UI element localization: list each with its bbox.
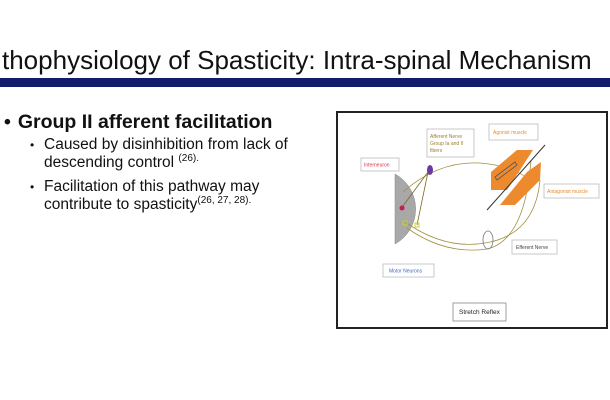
slide-title: thophysiology of Spasticity: Intra-spina… — [2, 45, 592, 75]
sub-bullet-text: Facilitation of this pathway may contrib… — [44, 178, 260, 213]
afferent-label-line-2: Group Ia and II — [430, 141, 463, 147]
stretch-reflex-diagram: Afferent Nerve Group Ia and II fibers Ag… — [336, 111, 608, 329]
agonist-muscle — [491, 150, 533, 190]
motor-neuron-marker — [414, 222, 420, 228]
afferent-label: Afferent Nerve — [430, 134, 462, 140]
sub-bullet-2: • Facilitation of this pathway may contr… — [30, 178, 260, 213]
antagonist-label: Antagonist muscle — [547, 189, 588, 195]
motor-neurons-label: Motor Neurons — [389, 269, 423, 275]
efferent-label: Efferent Nerve — [516, 245, 548, 251]
main-bullet: •Group II afferent facilitation — [4, 111, 273, 133]
citation: (26). — [178, 153, 199, 164]
citation: (26, 27, 28). — [197, 195, 252, 206]
agonist-label: Agonist muscle — [493, 130, 527, 136]
nerve-bundle — [482, 230, 494, 250]
afferent-branches — [402, 171, 429, 226]
figure-caption: Stretch Reflex — [459, 309, 501, 316]
stretch-arrow-icon — [494, 161, 518, 181]
efferent-nerve-path — [404, 179, 541, 245]
antagonist-muscle — [500, 162, 541, 205]
afferent-label-line-3: fibers — [430, 148, 443, 154]
interneuron-label: Interneuron — [364, 163, 390, 169]
motor-neuron-marker — [402, 220, 408, 226]
interneuron-dot — [399, 205, 405, 211]
main-bullet-text: Group II afferent facilitation — [17, 111, 273, 133]
sub-bullet-text: Caused by disinhibition from lack of des… — [44, 136, 288, 171]
spinal-cord-section — [394, 173, 416, 245]
dorsal-root-ganglion — [427, 165, 433, 175]
title-divider — [0, 78, 610, 87]
joint-line — [486, 144, 546, 211]
sub-bullet-1: • Caused by disinhibition from lack of d… — [30, 136, 288, 171]
